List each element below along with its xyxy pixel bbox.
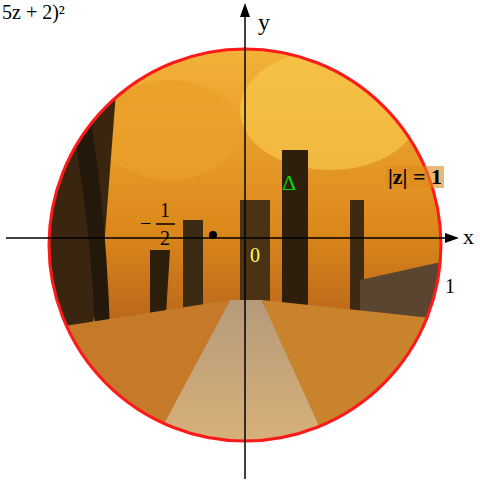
x-arrowhead (445, 233, 459, 243)
fraction-numerator: 1 (160, 200, 170, 220)
formula-fragment: 5z + 2)² (2, 2, 65, 22)
x-axis (6, 237, 449, 239)
origin-label: 0 (250, 245, 260, 265)
fraction-denominator: 2 (160, 228, 170, 248)
fraction-bar (156, 223, 175, 225)
axis-label: y (258, 10, 270, 34)
region-label: Δ (282, 172, 296, 194)
point-dot (209, 231, 217, 239)
circle-label: |z| = 1 (386, 166, 444, 188)
tick-label: 1 (445, 276, 455, 296)
y-arrowhead (240, 3, 250, 17)
y-axis (244, 14, 246, 479)
minus-sign: − (140, 213, 151, 233)
axis-label: x (463, 226, 474, 248)
